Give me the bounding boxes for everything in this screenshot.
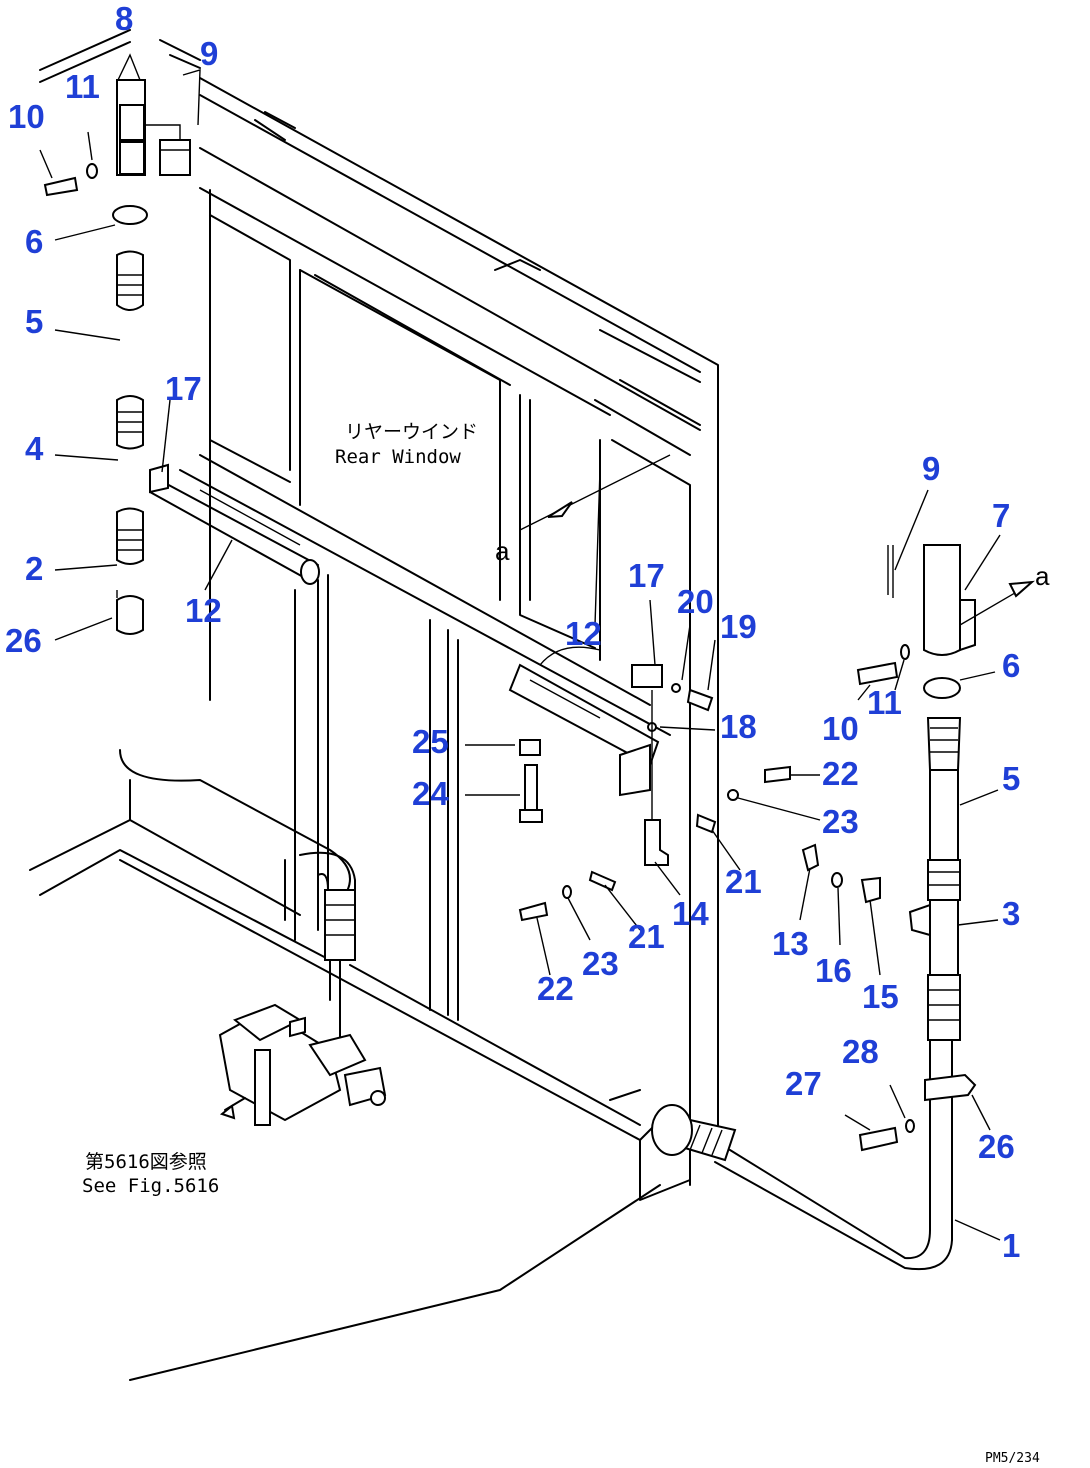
callout-17: 17: [628, 557, 665, 594]
callout-15: 15: [862, 978, 899, 1015]
callout-27: 27: [785, 1065, 822, 1102]
middle-small-parts: [518, 646, 881, 922]
callout-28: 28: [842, 1033, 879, 1070]
rear-window-label-jp: リヤーウインド: [345, 421, 478, 443]
callout-20: 20: [677, 583, 714, 620]
rear-window-label-en: Rear Window: [335, 446, 461, 468]
washer-pipe-12: [149, 454, 671, 767]
leader-lines: [39, 53, 1001, 1241]
callout-16: 16: [815, 952, 852, 989]
callout-5: 5: [25, 303, 43, 340]
view-a-label-left: a: [495, 536, 510, 566]
callout-24: 24: [412, 775, 449, 812]
callout-22: 22: [822, 755, 859, 792]
callout-26: 26: [5, 622, 42, 659]
callout-11: 11: [65, 68, 100, 105]
callout-3: 3: [1002, 895, 1020, 932]
callout-1: 1: [1002, 1227, 1020, 1264]
callout-21: 21: [725, 863, 762, 900]
see-fig-label-jp: 第5616図参照: [85, 1151, 207, 1173]
callout-4: 4: [25, 430, 44, 467]
callout-23: 23: [822, 803, 859, 840]
callout-11: 11: [867, 684, 902, 721]
view-arrows: [519, 454, 1035, 626]
left-nozzle-assembly: [43, 79, 191, 635]
cab-frame: [29, 29, 719, 1381]
callout-18: 18: [720, 708, 757, 745]
callout-22: 22: [537, 970, 574, 1007]
see-fig-label-en: See Fig.5616: [82, 1175, 219, 1197]
callout-7: 7: [992, 497, 1010, 534]
callout-10: 10: [8, 98, 45, 135]
callout-14: 14: [672, 895, 709, 932]
callout-12: 12: [185, 592, 222, 629]
callout-13: 13: [772, 925, 809, 962]
washer-tank-unit: [218, 1003, 387, 1126]
callout-12: 12: [565, 615, 602, 652]
callout-5: 5: [1002, 760, 1020, 797]
callout-17: 17: [165, 370, 202, 407]
callout-8: 8: [115, 0, 133, 37]
drawing-code: PM5/234: [985, 1451, 1040, 1466]
right-nozzle-assembly: [651, 544, 977, 1271]
callout-numbers: 8 9 11 10 6 5 17 4 2 12 26 17 20 19 12 1…: [5, 0, 1020, 1264]
callout-9: 9: [200, 35, 218, 72]
left-lower-pipe: [299, 851, 356, 1051]
callout-23: 23: [582, 945, 619, 982]
callout-21: 21: [628, 918, 665, 955]
callout-6: 6: [1002, 647, 1020, 684]
callout-19: 19: [720, 608, 757, 645]
callout-9: 9: [922, 450, 940, 487]
callout-10: 10: [822, 710, 859, 747]
view-a-label-right: a: [1035, 561, 1050, 591]
callout-2: 2: [25, 550, 43, 587]
callout-26: 26: [978, 1128, 1015, 1165]
callout-25: 25: [412, 723, 449, 760]
callout-6: 6: [25, 223, 43, 260]
